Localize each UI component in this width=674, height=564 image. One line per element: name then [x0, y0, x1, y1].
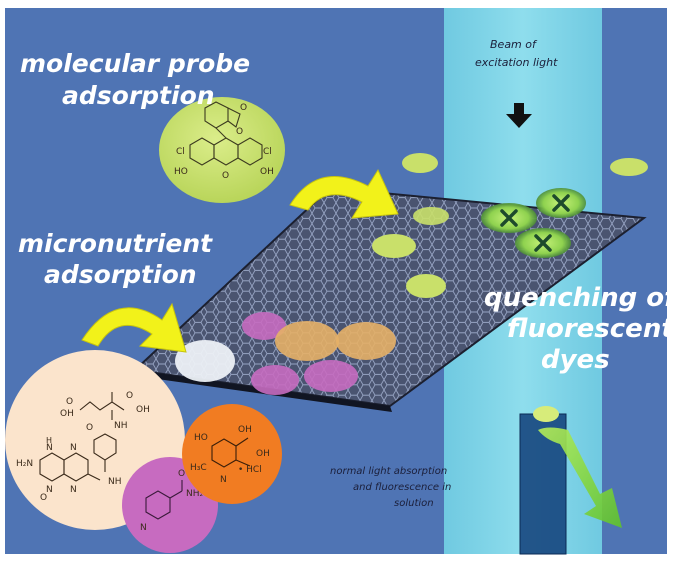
folate-oh-left: OH [60, 409, 74, 419]
label-quenching-line1: quenching of [484, 283, 674, 313]
folate-nh-link: NH [108, 477, 122, 487]
folate-n1: N [46, 443, 53, 453]
nicotinamide-n: N [140, 523, 147, 533]
label-normal-line2: and fluorescence in [353, 482, 451, 493]
probe-molecule-disc: O O Cl Cl HO OH O [159, 97, 285, 203]
folate-o-amide: O [86, 423, 93, 433]
adsorbed-probes [372, 207, 449, 298]
label-molecular-probe-line1: molecular probe [20, 49, 250, 78]
pyridoxine-hcl: • HCl [238, 465, 262, 475]
folate-o-top: O [66, 397, 73, 407]
folate-h-n: H [46, 436, 52, 445]
x-mark-icon [500, 194, 570, 252]
folate-h2n: H₂N [16, 459, 33, 469]
quenched-probes [481, 188, 586, 258]
label-quenching-line2: fluorescent [507, 314, 674, 344]
adsorbed-micronutrients [175, 312, 396, 395]
label-beam-line2: excitation light [475, 56, 558, 69]
label-quenching-line3: dyes [541, 345, 610, 375]
label-beam-line1: Beam of [490, 38, 538, 51]
pyridoxine-molecule-disc: HO OH OH H₃C N • HCl [182, 404, 282, 504]
nicotinamide-nh2: NH₂ [186, 489, 204, 499]
probe-o-carbonyl: O [240, 103, 247, 113]
label-normal-line1: normal light absorption [330, 466, 447, 477]
pyridoxine-n: N [220, 475, 227, 485]
folate-nh-amide: NH [114, 421, 128, 431]
floating-probes [402, 153, 648, 176]
probe-o-ring: O [222, 171, 229, 181]
probe-oh-right: OH [260, 167, 274, 177]
label-normal-line3: solution [394, 498, 434, 509]
folate-oh-right: OH [136, 405, 150, 415]
folate-n2: N [70, 443, 77, 453]
folate-n4: N [70, 485, 77, 495]
pyridoxine-oh-b: OH [256, 449, 270, 459]
fluorescence-arrow [538, 427, 622, 528]
arrow-down-icon [506, 103, 532, 128]
adsorption-arrow-lower [81, 302, 187, 353]
pyridoxine-oh-a: OH [238, 425, 252, 435]
probe-cl-right: Cl [263, 147, 272, 157]
label-molecular-probe-line2: adsorption [62, 81, 215, 110]
label-micronutrient-line2: adsorption [44, 260, 197, 289]
folate-o-bottom: O [40, 493, 47, 503]
nicotinamide-o: O [178, 469, 185, 479]
pyridoxine-ho: HO [194, 433, 208, 443]
probe-ho-left: HO [174, 167, 188, 177]
probe-cl-left: Cl [176, 147, 185, 157]
pyridoxine-h3c: H₃C [190, 463, 207, 473]
adsorption-arrow-upper [289, 168, 399, 219]
probe-o-lactone: O [236, 127, 243, 137]
label-micronutrient-line1: micronutrient [18, 229, 213, 258]
folate-n3: N [46, 485, 53, 495]
folate-o-acid: O [126, 391, 133, 401]
